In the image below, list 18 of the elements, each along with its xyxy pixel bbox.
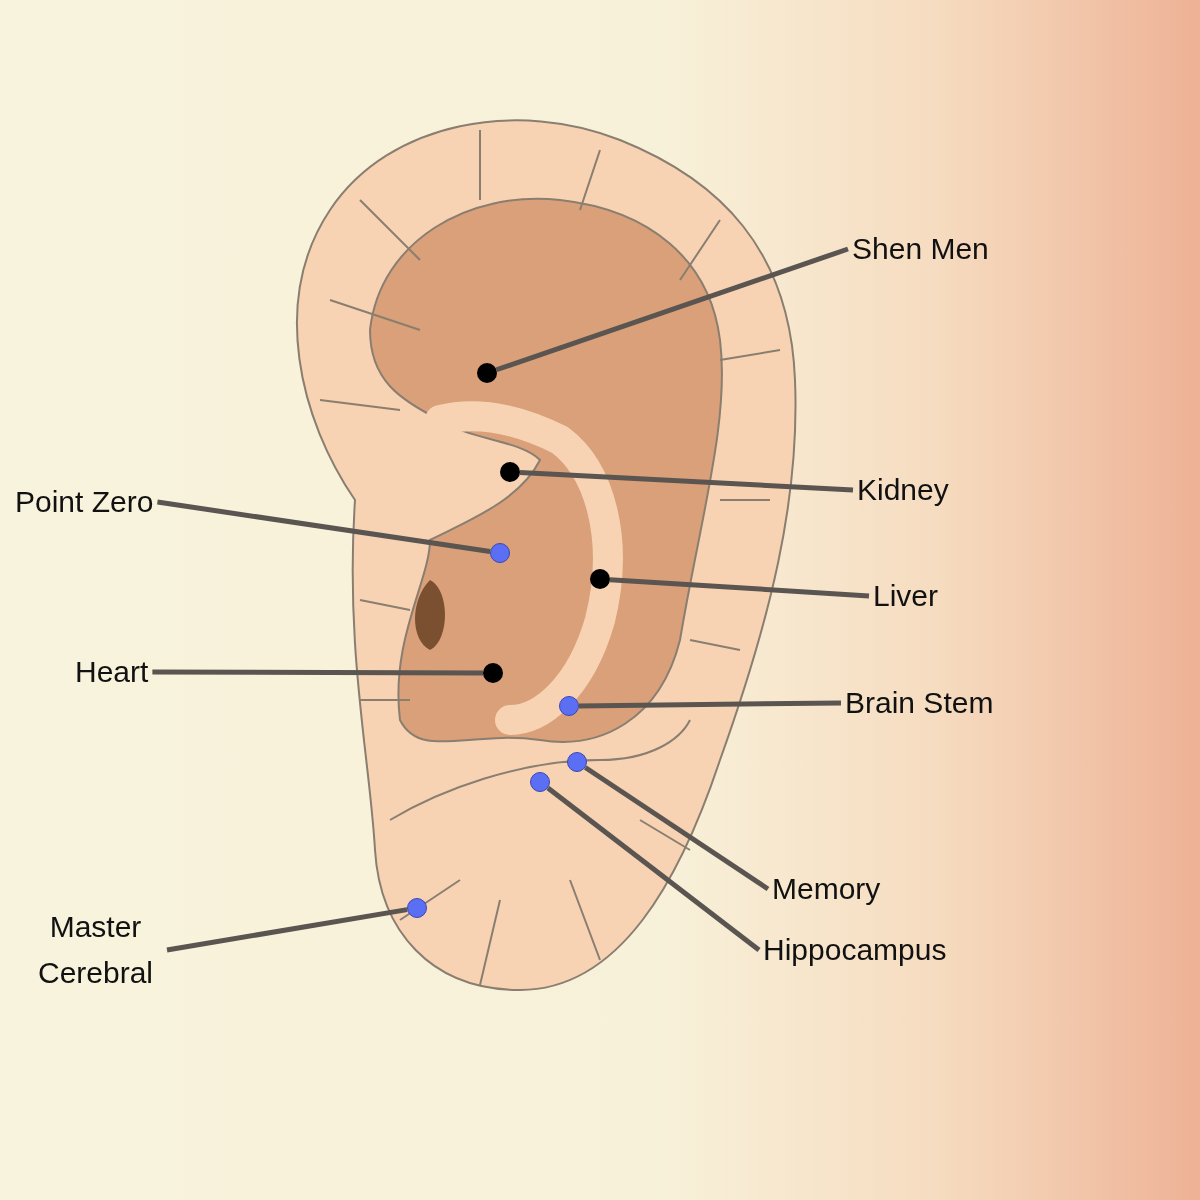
leader-line <box>609 577 870 599</box>
leader-line <box>583 765 770 892</box>
leader-line <box>152 669 483 676</box>
point-label: Heart <box>75 649 149 695</box>
point-label: Hippocampus <box>763 927 947 973</box>
point-label: Master Cerebral <box>28 904 163 996</box>
point-label: Memory <box>772 866 881 912</box>
leader-line <box>546 786 761 952</box>
point-label: Liver <box>873 573 939 619</box>
point-label: Kidney <box>857 467 949 513</box>
leader-line <box>157 499 491 554</box>
leader-line <box>495 246 849 373</box>
point-label: Shen Men <box>852 226 989 272</box>
leader-line <box>578 700 842 709</box>
point-label: Brain Stem <box>845 680 994 726</box>
leader-line <box>519 470 854 493</box>
point-label: Point Zero <box>15 479 154 525</box>
leader-line <box>166 907 408 953</box>
